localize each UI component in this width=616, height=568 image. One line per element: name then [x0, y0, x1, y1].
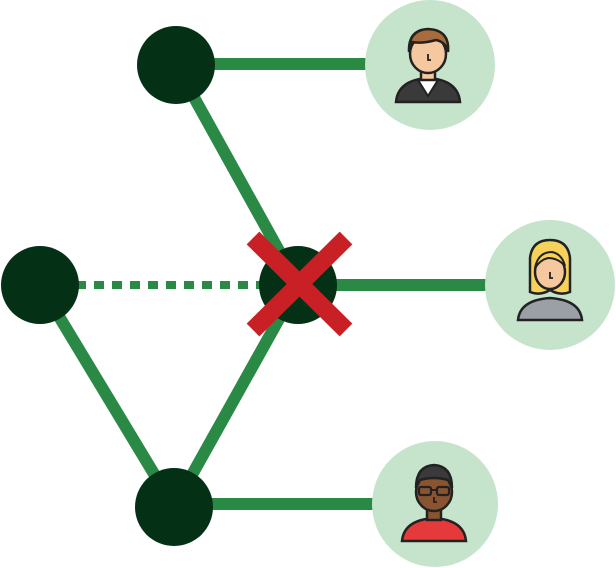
- node-bottom: [135, 468, 213, 546]
- user-bottom-avatar: [372, 441, 498, 567]
- edge-top-to-center: [170, 62, 304, 288]
- edge-left-to-bottom: [34, 281, 180, 511]
- node-left: [1, 246, 79, 324]
- edge-bottom-to-center: [168, 282, 304, 510]
- edges: [34, 58, 500, 511]
- man-glasses-red-shirt-icon: [400, 463, 468, 543]
- node-top: [137, 26, 215, 104]
- woman-blonde-hair-icon: [516, 238, 584, 322]
- user-middle-avatar: [485, 220, 615, 350]
- man-brown-hair-dark-jacket-icon: [394, 27, 462, 104]
- user-top-avatar: [365, 0, 495, 130]
- red-x-icon: [246, 231, 353, 337]
